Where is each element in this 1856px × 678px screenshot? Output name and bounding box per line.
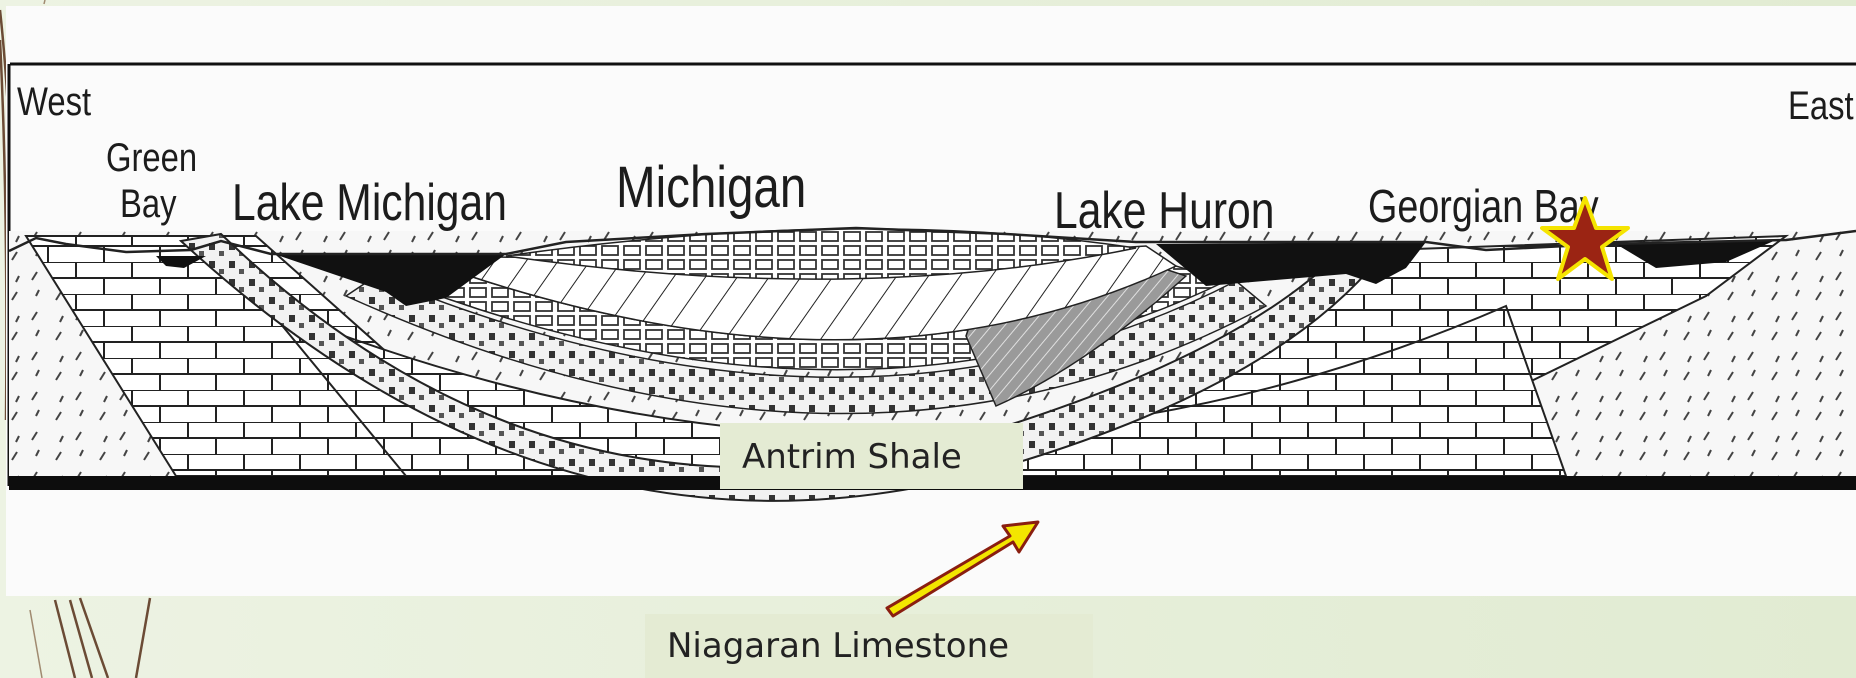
label-west: West <box>17 80 91 125</box>
callout-antrim-shale: Antrim Shale <box>720 423 1023 489</box>
label-michigan: Michigan <box>616 154 806 221</box>
label-lake-michigan: Lake Michigan <box>232 173 507 233</box>
michigan-basin-cross-section <box>6 6 1856 596</box>
cross-section-panel: West East Green Bay Lake Michigan Michig… <box>6 6 1856 596</box>
label-lake-huron: Lake Huron <box>1054 181 1274 241</box>
label-east: East <box>1788 84 1854 129</box>
star-icon <box>1540 196 1630 282</box>
label-green-bay-line2: Bay <box>120 182 177 227</box>
callout-niagaran-limestone: Niagaran Limestone <box>645 614 1093 678</box>
label-green-bay-line1: Green <box>106 136 197 181</box>
